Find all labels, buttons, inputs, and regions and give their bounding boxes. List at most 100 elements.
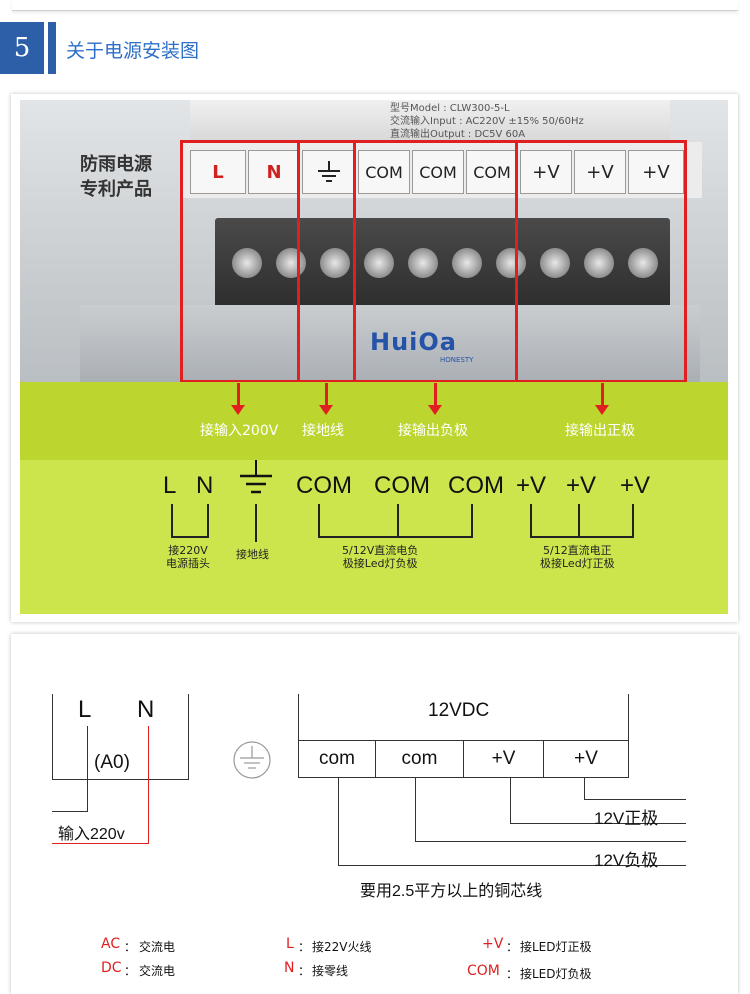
arrowhead [231,405,245,415]
com-wire [338,865,686,866]
frame-ground [297,140,356,383]
diag-l: L [163,472,177,499]
wire [318,504,320,538]
ac-box-left [52,694,53,780]
input-220v-label: 输入220v [58,826,125,843]
label-positive: 接输出正极 [565,423,635,439]
ac-box-bottom [52,779,189,780]
diag-n: N [196,472,214,499]
wire-note: 要用2.5平方以上的铜芯线 [360,883,543,900]
diag-pv-1: +V [516,472,547,499]
arrow-input [237,383,240,405]
neg-label: 12V负极 [594,851,659,870]
dc-box-right [628,694,629,740]
l-wire [87,726,88,812]
diag-com-2: COM [374,472,430,499]
terminal-n: N [248,150,300,194]
legend-key-l: L [286,936,294,952]
brand-logo: HuiOa [370,328,457,356]
frame-positive [515,140,687,383]
legend-sep: ： [124,940,137,954]
wire [255,504,257,542]
n-wire [148,726,149,844]
screw [452,248,482,278]
note-ground: 接地线 [236,548,269,561]
legend-key-dc: DC [101,960,122,976]
arrow-positive [601,383,604,405]
ac-box-right [188,694,189,780]
wiring-diagram-card [11,634,738,994]
spec-line: 交流输入Input : AC220V ±15% 50/60Hz [390,116,584,127]
section-accent-bar [48,22,56,74]
frame-negative [353,140,518,383]
wire [171,536,209,538]
screw [408,248,438,278]
section-title: 关于电源安装图 [66,40,200,62]
com-wire [415,778,416,842]
com-wire [415,841,686,842]
note-negative: 5/12V直流电负 极接Led灯负极 [342,544,419,570]
screw [540,248,570,278]
a0-label: (A0) [94,752,130,773]
psu-side-text: 防雨电源 专利产品 [80,152,152,202]
legend-key-ac: AC [101,936,121,952]
wire [530,504,532,538]
l-wire [52,811,88,812]
legend-sep: ： [298,940,311,954]
wire [318,536,473,538]
diag-pv-2: +V [566,472,597,499]
pv-wire [584,778,585,800]
screw [276,248,306,278]
legend-sep: ： [298,964,311,978]
label-input: 接输入200V [200,423,279,439]
dc-label: 12VDC [428,700,490,721]
terminal-pv-1: +V [520,150,572,194]
screw [496,248,526,278]
legend-key-n: N [284,960,295,976]
com-wire [338,778,339,866]
arrowhead [319,405,333,415]
psu-lower-body [80,305,700,385]
note-input: 接220V 电源插头 [166,544,210,570]
pv-wire [510,778,511,824]
terminal-ground [302,150,356,194]
arrow-negative [434,383,437,405]
screw [232,248,262,278]
pv-wire [584,799,686,800]
legend-value-dc: 交流电 [139,964,176,978]
wire [397,504,399,538]
psu-spec-label [190,100,670,145]
terminal-com-2: COM [412,150,464,194]
top-card-edge [12,0,738,11]
pos-label: 12V正极 [594,809,659,828]
diag-pv-3: +V [620,472,651,499]
n-label: N [137,696,155,723]
l-label: L [78,696,92,723]
n-wire [52,843,149,844]
legend-sep: ： [506,940,519,954]
diag-com-1: COM [296,472,352,499]
brand-tagline: HONESTY [440,356,474,364]
wire [207,504,209,538]
screw [584,248,614,278]
wire [471,504,473,538]
box-pv-2: +V [543,740,629,778]
side-text-line: 防雨电源 [80,154,152,175]
wire [171,504,173,538]
dc-box-left [298,694,299,740]
spec-line: 型号Model : CLW300-5-L [390,103,510,114]
green-band [20,382,728,460]
arrowhead [428,405,442,415]
screw [628,248,658,278]
screw [364,248,394,278]
note-positive: 5/12直流电正 极接Led灯正极 [540,544,615,570]
legend-value-com: 接LED灯负极 [520,967,592,981]
legend-key-pv: +V [482,936,504,952]
wire [632,504,634,538]
side-text-line: 专利产品 [80,179,152,200]
wire [530,536,634,538]
legend-value-ac: 交流电 [139,940,176,954]
terminal-pv-2: +V [574,150,626,194]
legend-value-n: 接零线 [312,964,349,978]
box-pv-1: +V [463,740,544,778]
